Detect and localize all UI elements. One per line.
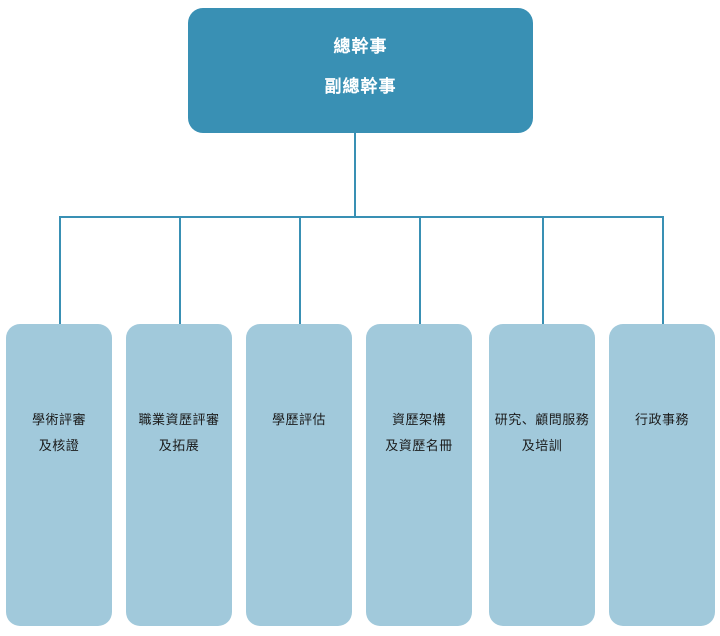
connector-drop-2 [179, 216, 181, 324]
department-label-3-line1: 學歷評估 [271, 413, 326, 428]
connector-horizontal-bus [60, 216, 664, 218]
department-node-3[interactable]: 學歷評估 [246, 324, 352, 626]
department-label-4-line1: 資歷架構 [391, 413, 446, 428]
connector-drop-1 [59, 216, 61, 324]
department-label-2-line2: 及拓展 [158, 439, 200, 454]
department-label-5-line2: 及培訓 [521, 439, 563, 454]
root-node-director[interactable]: 總幹事 副總幹事 [188, 8, 533, 133]
root-node-title-secondary: 副總幹事 [324, 77, 397, 97]
connector-drop-4 [419, 216, 421, 324]
connector-drop-3 [299, 216, 301, 324]
department-node-4[interactable]: 資歷架構 及資歷名冊 [366, 324, 472, 626]
department-node-6[interactable]: 行政事務 [609, 324, 715, 626]
department-label-6-line1: 行政事務 [634, 413, 689, 428]
connector-drop-6 [662, 216, 664, 324]
department-label-4-line2: 及資歷名冊 [385, 439, 453, 454]
department-label-2-line1: 職業資歷評審 [138, 413, 220, 428]
connector-drop-5 [542, 216, 544, 324]
department-label-1-line1: 學術評審 [31, 413, 86, 428]
connector-root-stem [354, 133, 356, 216]
department-label-1-line2: 及核證 [38, 439, 80, 454]
department-label-5-line1: 研究、顧問服務 [494, 413, 590, 428]
department-node-2[interactable]: 職業資歷評審 及拓展 [126, 324, 232, 626]
root-node-title-primary: 總幹事 [333, 37, 388, 57]
department-node-5[interactable]: 研究、顧問服務 及培訓 [489, 324, 595, 626]
department-node-1[interactable]: 學術評審 及核證 [6, 324, 112, 626]
